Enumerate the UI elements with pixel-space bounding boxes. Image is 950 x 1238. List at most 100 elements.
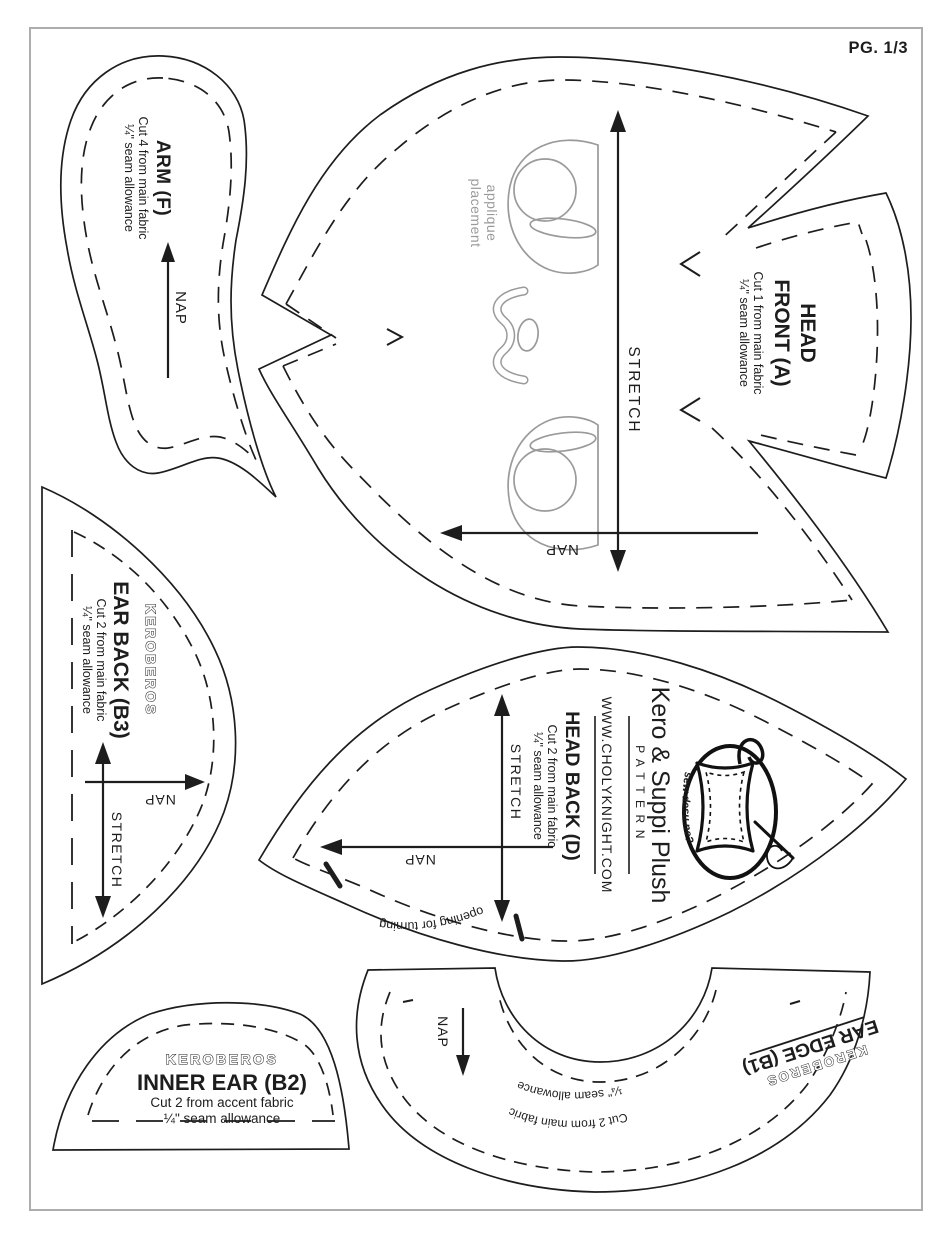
ear-edge-title-underline <box>749 1016 865 1056</box>
arm-nap-label: NAP <box>172 291 189 325</box>
head-back-stretch-label: STRETCH <box>508 744 524 821</box>
ear-edge-outline <box>355 967 871 1193</box>
ear-back-seam-curve <box>73 531 215 943</box>
arm-cut-note: Cut 4 from main fabric <box>136 117 150 240</box>
head-front-seam-bottom <box>282 365 853 609</box>
page-border <box>29 27 923 1211</box>
head-front-cut-note: Cut 1 from main fabric <box>751 272 765 395</box>
arm-title: ARM (F) <box>152 140 173 216</box>
ear-back-cut-note: Cut 2 from main fabric <box>94 599 108 722</box>
head-front-dart-notch-top <box>679 251 701 277</box>
head-front-stretch-arrowhead-bottom-icon <box>610 550 626 572</box>
inner-ear-cut-note: Cut 2 from accent fabric <box>150 1095 294 1110</box>
head-back-seam-note: ¼" seam allowance <box>531 732 545 840</box>
ear-back-outline <box>41 485 237 986</box>
ear-edge-seam-note: ¼" seam allowance <box>515 1078 624 1103</box>
head-front-title-line1: HEAD <box>796 303 819 363</box>
inner-ear-title: INNER EAR (B2) <box>137 1070 307 1095</box>
head-front-wedge-seam-bottom <box>755 433 857 456</box>
head-back-outline <box>257 646 908 962</box>
sew-desu-ne-logo: sew desu ne? <box>679 738 795 880</box>
arm-seam-line <box>80 77 257 461</box>
eye-upper-shine-icon <box>529 217 597 239</box>
ear-back-stretch-arrowhead-top-icon <box>95 742 111 764</box>
inner-ear-brand: KEROBEROS <box>166 1051 279 1067</box>
opening-tick-left <box>323 861 343 889</box>
ear-back-stretch-arrowhead-bottom-icon <box>95 896 111 918</box>
head-front-dart-top <box>717 131 837 243</box>
ear-edge-seam-outer <box>380 991 847 1173</box>
logo-cat-tail-icon <box>737 738 765 765</box>
head-back-stretch-arrowhead-bottom-icon <box>494 900 510 922</box>
head-back-opening-label: opening for turning <box>378 904 486 934</box>
head-back-nap-arrowhead-icon <box>320 839 342 855</box>
head-back-seam-line <box>291 668 874 942</box>
mouth-oval-icon <box>517 318 539 352</box>
ear-back-nap-label: NAP <box>144 792 176 808</box>
piece-head-front: applique placement HEAD FRONT (A) Cut 1 … <box>257 56 912 633</box>
inner-ear-outline <box>51 1001 350 1151</box>
ear-edge-label-block: KEROBEROS EAR EDGE (B1) <box>740 1015 881 1090</box>
ear-edge-corner-right <box>789 1000 801 1005</box>
head-front-dart-notch-bottom <box>679 397 701 422</box>
logo-caption: sew desu ne? <box>679 771 695 844</box>
head-back-nap-label: NAP <box>404 852 436 868</box>
opening-tick-right <box>513 913 525 942</box>
ear-edge-nap-arrowhead-icon <box>456 1055 470 1076</box>
head-front-dart-bottom <box>711 427 853 601</box>
applique-placement-art: applique placement <box>468 139 599 551</box>
applique-label-line2: placement <box>468 178 484 247</box>
head-front-notch-seam-bottom <box>282 343 337 367</box>
head-back-title: HEAD BACK (D) <box>561 711 583 861</box>
eye-upper-iris-icon <box>513 158 577 222</box>
head-front-title-line2: FRONT (A) <box>770 279 793 386</box>
eye-upper-icon <box>507 139 599 274</box>
head-front-notch-chevron <box>386 328 405 346</box>
ear-edge-corner-left <box>402 999 414 1003</box>
piece-ear-back: KEROBEROS EAR BACK (B3) Cut 2 from main … <box>41 485 237 986</box>
ear-back-brand: KEROBEROS <box>143 604 159 717</box>
ear-back-seam-note: ¼" seam allowance <box>80 606 94 714</box>
ear-edge-cut-note: Cut 2 from main fabric <box>506 1105 629 1132</box>
head-back-cut-note: Cut 2 from main fabric <box>545 725 559 848</box>
logo-pillow-icon <box>695 761 755 853</box>
brand-url: WWW.CHOLYKNIGHT.COM <box>599 697 615 894</box>
piece-ear-edge: NAP Cut 2 from main fabric ¼" seam allow… <box>355 967 881 1193</box>
head-front-nap-label: NAP <box>545 541 579 558</box>
arm-outline <box>59 55 277 498</box>
ear-back-nap-arrowhead-icon <box>185 774 205 790</box>
head-back-stretch-arrowhead-top-icon <box>494 694 510 716</box>
brand-subtitle: PATTERN <box>633 745 647 845</box>
logo-needle-icon <box>753 820 795 860</box>
ear-edge-nap-label: NAP <box>435 1016 451 1048</box>
eye-lower-icon <box>507 416 599 551</box>
logo-thread-icon <box>766 844 794 870</box>
eye-lower-shine-icon <box>529 431 597 453</box>
head-front-wedge-seam-right <box>859 239 879 451</box>
inner-ear-seam-curve <box>87 1022 334 1116</box>
arm-seam-note: ¼" seam allowance <box>122 124 136 232</box>
inner-ear-seam-note: ¼" seam allowance <box>164 1111 281 1126</box>
ear-back-stretch-label: STRETCH <box>109 812 125 889</box>
piece-inner-ear: KEROBEROS INNER EAR (B2) Cut 2 from acce… <box>51 1001 350 1151</box>
applique-label-line1: applique <box>484 185 500 242</box>
head-front-wedge-seam-top <box>755 221 863 249</box>
head-front-nap-arrowhead-icon <box>440 525 462 541</box>
arm-nap-arrowhead-icon <box>161 242 175 262</box>
page-number: PG. 1/3 <box>849 39 908 57</box>
head-front-stretch-arrowhead-top-icon <box>610 110 626 132</box>
logo-cat-body-icon <box>682 744 778 880</box>
ear-edge-seam-inner <box>497 989 717 1083</box>
ear-back-title: EAR BACK (B3) <box>109 581 132 739</box>
mouth-inner-icon <box>494 288 527 383</box>
head-front-stretch-label: STRETCH <box>625 346 642 433</box>
head-front-seam-top <box>285 79 837 305</box>
piece-arm: ARM (F) Cut 4 from main fabric ¼" seam a… <box>59 55 277 498</box>
head-front-seam-note: ¼" seam allowance <box>737 279 751 387</box>
brand-title: Kero & Suppi Plush <box>646 687 674 904</box>
eye-lower-iris-icon <box>513 448 577 512</box>
piece-head-back: opening for turning Kero & Suppi Plush P… <box>257 646 908 962</box>
head-front-notch-seam-top <box>285 303 337 339</box>
